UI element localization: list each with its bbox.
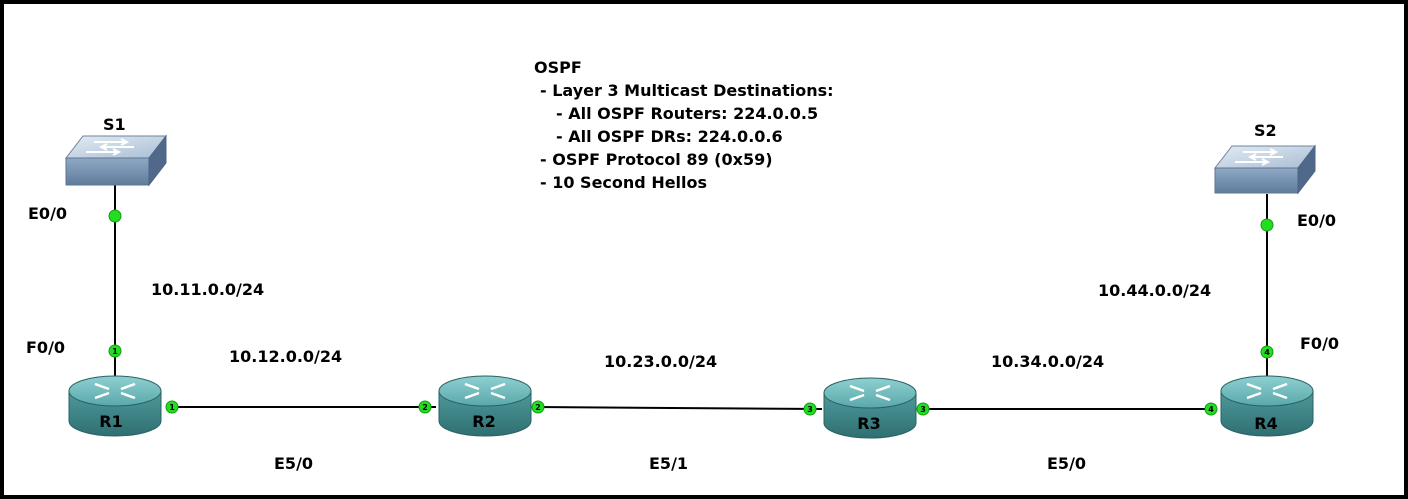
- router-r1-name: R1: [99, 412, 122, 431]
- port-number-r4-f00: 4: [1264, 348, 1270, 357]
- router-arrows-icon: [94, 382, 136, 400]
- router-r2-name: R2: [472, 412, 495, 431]
- subnet-label-s1-r1: 10.11.0.0/24: [151, 280, 265, 299]
- switch-s2[interactable]: [1213, 144, 1317, 195]
- router-arrows-icon: [849, 384, 891, 402]
- switch-arrows-icon: [1235, 148, 1283, 166]
- port-number-r1-e50: 1: [169, 403, 175, 412]
- ospf-note-line: - All OSPF DRs: 224.0.0.6: [556, 127, 783, 146]
- interface-label-s1-e00: E0/0: [28, 204, 68, 223]
- port-dot-r1-e50[interactable]: [165, 400, 179, 414]
- interface-label-s2-e00: E0/0: [1297, 211, 1337, 230]
- router-r3-name: R3: [857, 414, 880, 433]
- ospf-note-line: - OSPF Protocol 89 (0x59): [540, 150, 773, 169]
- port-number-r3-e51: 3: [807, 405, 813, 414]
- router-arrows-icon: [464, 382, 506, 400]
- port-dot-r1-f00[interactable]: [108, 344, 122, 358]
- router-r2[interactable]: [438, 375, 532, 437]
- interface-label-r1-r2: E5/0: [274, 454, 314, 473]
- subnet-label-r1-r2: 10.12.0.0/24: [229, 347, 343, 366]
- switch-s2-name: S2: [1254, 121, 1277, 140]
- subnet-label-s2-r4: 10.44.0.0/24: [1098, 281, 1212, 300]
- ospf-note-line: - All OSPF Routers: 224.0.0.5: [556, 104, 819, 123]
- subnet-label-r3-r4: 10.34.0.0/24: [991, 352, 1105, 371]
- port-dot-s2[interactable]: [1260, 218, 1274, 232]
- router-r4[interactable]: [1220, 375, 1314, 437]
- router-r3[interactable]: [823, 377, 917, 439]
- subnet-label-r2-r3: 10.23.0.0/24: [604, 352, 718, 371]
- port-dot-r4-e50[interactable]: [1204, 402, 1218, 416]
- port-dot-r3-e51[interactable]: [803, 402, 817, 416]
- link-r2-r3[interactable]: [535, 406, 823, 410]
- port-number-r3-e50: 3: [920, 405, 926, 414]
- ospf-note-line: - 10 Second Hellos: [540, 173, 708, 192]
- ospf-note-title: OSPF: [534, 58, 582, 77]
- topology-diagram: R1 R2 R3 R4 1 1 2 2 3 3 4 4: [64, 134, 1317, 439]
- router-arrows-icon: [1246, 382, 1288, 400]
- port-dot-r3-e50[interactable]: [916, 402, 930, 416]
- port-dot-r2-e51[interactable]: [531, 400, 545, 414]
- port-dot-r4-f00[interactable]: [1260, 345, 1274, 359]
- router-r1[interactable]: [68, 375, 162, 437]
- port-dot-r2-e50[interactable]: [418, 400, 432, 414]
- port-number-r1-f00: 1: [112, 347, 118, 356]
- switch-s1-name: S1: [103, 115, 126, 134]
- port-number-r2-e50: 2: [422, 403, 428, 412]
- switch-s1[interactable]: [64, 134, 168, 187]
- port-dot-s1[interactable]: [108, 209, 122, 223]
- ospf-note-line: - Layer 3 Multicast Destinations:: [540, 81, 834, 100]
- interface-label-r2-r3: E5/1: [649, 454, 689, 473]
- interface-label-r1-f00: F0/0: [26, 338, 66, 357]
- interface-label-r3-r4: E5/0: [1047, 454, 1087, 473]
- interface-label-r4-f00: F0/0: [1300, 334, 1340, 353]
- port-number-r2-e51: 2: [535, 403, 541, 412]
- port-number-r4-e50: 4: [1208, 405, 1214, 414]
- router-r4-name: R4: [1254, 414, 1277, 433]
- ospf-note: OSPF - Layer 3 Multicast Destinations: -…: [534, 56, 834, 194]
- switch-arrows-icon: [86, 138, 134, 156]
